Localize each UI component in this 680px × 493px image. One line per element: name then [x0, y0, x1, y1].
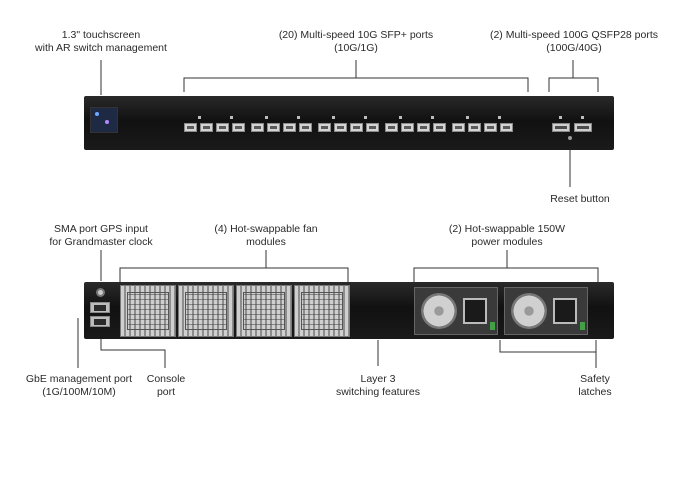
- power-module[interactable]: [504, 287, 588, 335]
- screen-indicator: [95, 112, 99, 116]
- sfp-port[interactable]: [251, 123, 264, 132]
- port-led: [399, 116, 402, 119]
- fan-module[interactable]: [294, 285, 350, 337]
- label-line: port: [156, 386, 176, 398]
- psu-fan-icon: [511, 293, 547, 329]
- label-touchscreen: 1.3" touchscreen with AR switch manageme…: [26, 29, 176, 55]
- port-led: [198, 116, 201, 119]
- sfp-port[interactable]: [318, 123, 331, 132]
- port-led: [297, 116, 300, 119]
- label-line: Reset button: [550, 193, 610, 205]
- port-led: [559, 116, 562, 119]
- sfp-port[interactable]: [484, 123, 497, 132]
- label-line: latches: [578, 386, 612, 398]
- switch-front-panel: [84, 96, 614, 150]
- label-line: 1.3" touchscreen: [61, 29, 141, 41]
- label-line: SMA port GPS input: [54, 223, 148, 235]
- sfp-port[interactable]: [200, 123, 213, 132]
- sfp-port[interactable]: [184, 123, 197, 132]
- label-sfp-ports: (20) Multi-speed 10G SFP+ ports (10G/1G): [256, 29, 456, 55]
- sfp-port[interactable]: [334, 123, 347, 132]
- sfp-port[interactable]: [366, 123, 379, 132]
- screen-indicator: [105, 120, 109, 124]
- label-mgmt: GbE management port (1G/100M/10M): [14, 373, 144, 399]
- label-line: power modules: [471, 236, 543, 248]
- sfp-port[interactable]: [433, 123, 446, 132]
- fan-module[interactable]: [178, 285, 234, 337]
- sfp-port[interactable]: [385, 123, 398, 132]
- port-led: [364, 116, 367, 119]
- callout-qsfp-bracket: [548, 77, 599, 92]
- label-line: for Grandmaster clock: [49, 236, 153, 248]
- callout-psu-bracket: [413, 267, 599, 282]
- port-led: [265, 116, 268, 119]
- sma-gps-port[interactable]: [96, 288, 105, 297]
- port-led: [431, 116, 434, 119]
- safety-latch[interactable]: [490, 322, 495, 330]
- label-line: (100G/40G): [546, 42, 602, 54]
- sfp-port[interactable]: [283, 123, 296, 132]
- qsfp-port[interactable]: [574, 123, 592, 132]
- port-led: [332, 116, 335, 119]
- safety-latch[interactable]: [580, 322, 585, 330]
- sfp-port[interactable]: [232, 123, 245, 132]
- psu-fan-icon: [421, 293, 457, 329]
- label-line: (1G/100M/10M): [42, 386, 116, 398]
- sfp-port[interactable]: [299, 123, 312, 132]
- power-inlet[interactable]: [553, 298, 577, 324]
- sfp-port[interactable]: [401, 123, 414, 132]
- label-qsfp-ports: (2) Multi-speed 100G QSFP28 ports (100G/…: [478, 29, 670, 55]
- fan-module[interactable]: [236, 285, 292, 337]
- callout-console: [100, 336, 166, 368]
- label-reset: Reset button: [535, 193, 625, 206]
- port-led: [581, 116, 584, 119]
- callout-fans-bracket: [119, 267, 349, 282]
- label-psu: (2) Hot-swappable 150W power modules: [432, 223, 582, 249]
- label-line: (2) Hot-swappable 150W: [448, 223, 566, 235]
- mgmt-ethernet-port[interactable]: [90, 302, 110, 313]
- label-sma: SMA port GPS input for Grandmaster clock: [30, 223, 172, 249]
- sfp-port[interactable]: [417, 123, 430, 132]
- port-led: [466, 116, 469, 119]
- sfp-port[interactable]: [452, 123, 465, 132]
- port-led: [498, 116, 501, 119]
- label-line: modules: [246, 236, 286, 248]
- label-line: with AR switch management: [35, 42, 167, 54]
- label-console: Console port: [136, 373, 196, 399]
- touchscreen-display[interactable]: [90, 107, 118, 133]
- console-port[interactable]: [90, 316, 110, 327]
- label-line: (2) Multi-speed 100G QSFP28 ports: [489, 29, 659, 41]
- sfp-port[interactable]: [267, 123, 280, 132]
- label-line: switching features: [335, 386, 421, 398]
- callout-sfp-bracket: [183, 77, 529, 92]
- qsfp-port[interactable]: [552, 123, 570, 132]
- fan-module[interactable]: [120, 285, 176, 337]
- sfp-port[interactable]: [500, 123, 513, 132]
- label-line: Console: [146, 373, 186, 385]
- label-fans: (4) Hot-swappable fan modules: [196, 223, 336, 249]
- switch-rear-panel: [84, 282, 614, 339]
- sfp-port[interactable]: [468, 123, 481, 132]
- label-line: GbE management port: [25, 373, 133, 385]
- callout-latches-bracket: [499, 340, 597, 353]
- reset-button[interactable]: [568, 136, 572, 140]
- label-line: (4) Hot-swappable fan: [214, 223, 318, 235]
- label-line: (10G/1G): [334, 42, 378, 54]
- power-inlet[interactable]: [463, 298, 487, 324]
- power-module[interactable]: [414, 287, 498, 335]
- sfp-port[interactable]: [350, 123, 363, 132]
- label-line: Safety: [580, 373, 610, 385]
- label-line: Layer 3: [360, 373, 396, 385]
- sfp-port[interactable]: [216, 123, 229, 132]
- label-line: (20) Multi-speed 10G SFP+ ports: [278, 29, 434, 41]
- port-led: [230, 116, 233, 119]
- label-layer3: Layer 3 switching features: [318, 373, 438, 399]
- label-latches: Safety latches: [562, 373, 628, 399]
